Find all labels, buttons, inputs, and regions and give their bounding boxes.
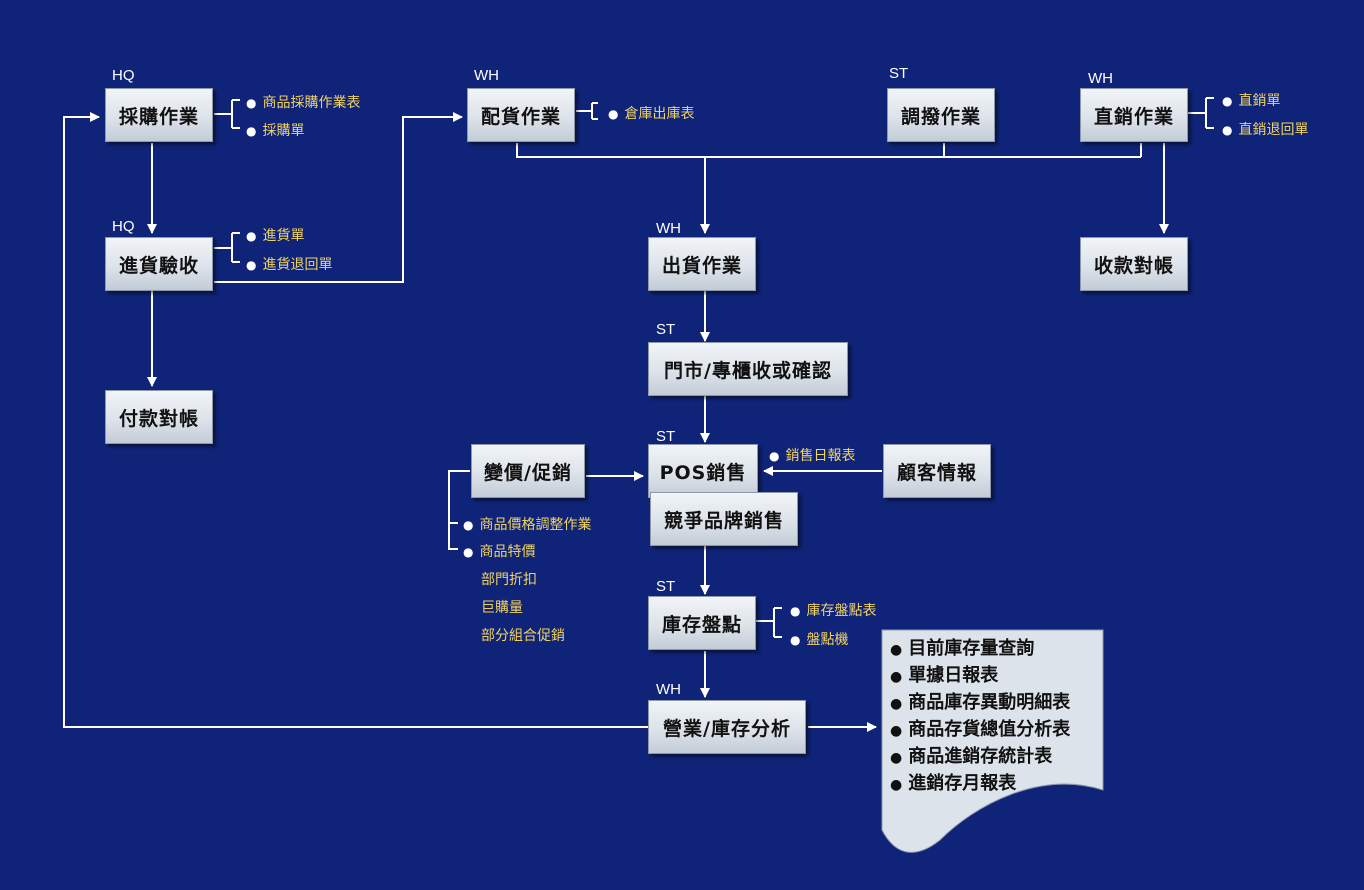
- note-promotion-1: 商品價格調整作業: [463, 514, 591, 534]
- report-item: 商品存貨總值分析表: [890, 717, 1070, 744]
- note-inventory-1: 庫存盤點表: [790, 600, 876, 620]
- node-price-change: 變價/促銷: [471, 444, 585, 498]
- tag-shipping: WH: [656, 220, 681, 237]
- note-purchase-2: 採購單: [246, 120, 304, 140]
- arrow-loop-to-purchase: [63, 112, 648, 728]
- node-transfer: 調撥作業: [887, 88, 995, 142]
- tag-analysis: WH: [656, 681, 681, 698]
- note-receiving-1: 進貨單: [246, 225, 304, 245]
- tag-store-confirm: ST: [656, 321, 676, 338]
- note-promotion-sub-2: 巨購量: [481, 600, 523, 616]
- bracket-inventory: [756, 607, 782, 638]
- node-direct-sales: 直銷作業: [1080, 88, 1188, 142]
- bracket-direct: [1188, 97, 1214, 129]
- node-competitor-sales: 競爭品牌銷售: [650, 492, 798, 546]
- note-direct-2: 直銷退回單: [1222, 119, 1308, 139]
- tag-purchase: HQ: [112, 67, 135, 84]
- note-promotion-sub-3: 部分組合促銷: [481, 628, 565, 644]
- node-receiving: 進貨驗收: [105, 237, 213, 291]
- arrow-receiving-to-allocation: [214, 112, 463, 283]
- note-purchase-1: 商品採購作業表: [246, 92, 360, 112]
- tag-inventory-count: ST: [656, 578, 676, 595]
- node-inventory-count: 庫存盤點: [648, 596, 756, 650]
- tag-pos-sales: ST: [656, 428, 676, 445]
- report-list: 目前庫存量查詢 單據日報表 商品庫存異動明細表 商品存貨總值分析表 商品進銷存統…: [890, 636, 1070, 798]
- node-allocation: 配貨作業: [467, 88, 575, 142]
- note-promotion-sub-1: 部門折扣: [481, 572, 537, 588]
- note-allocation-1: 倉庫出庫表: [608, 103, 694, 123]
- node-purchase: 採購作業: [105, 88, 213, 142]
- node-pos-sales: POS銷售: [648, 444, 758, 498]
- note-inventory-2: 盤點機: [790, 629, 848, 649]
- note-receiving-2: 進貨退回單: [246, 254, 332, 274]
- node-shipping: 出貨作業: [648, 237, 756, 291]
- bracket-allocation: [576, 102, 598, 120]
- bracket-receiving: [214, 232, 240, 263]
- report-item: 商品庫存異動明細表: [890, 690, 1070, 717]
- note-promotion-2: 商品特價: [463, 541, 535, 561]
- tag-transfer: ST: [889, 65, 909, 82]
- merge-line: [516, 143, 1141, 158]
- tag-receiving: HQ: [112, 218, 135, 235]
- note-pos: 銷售日報表: [769, 445, 855, 465]
- report-item: 單據日報表: [890, 663, 1070, 690]
- bracket-promotion: [448, 470, 470, 550]
- tag-allocation: WH: [474, 67, 499, 84]
- node-customer-info: 顧客情報: [883, 444, 991, 498]
- bracket-purchase: [214, 99, 240, 129]
- note-direct-1: 直銷單: [1222, 90, 1280, 110]
- node-payment: 付款對帳: [105, 390, 213, 444]
- tag-direct-sales: WH: [1088, 70, 1113, 87]
- report-item: 商品進銷存統計表: [890, 744, 1070, 771]
- node-store-confirm: 門市/專櫃收或確認: [648, 342, 848, 396]
- node-collection: 收款對帳: [1080, 237, 1188, 291]
- report-item: 進銷存月報表: [890, 771, 1070, 798]
- report-item: 目前庫存量查詢: [890, 636, 1070, 663]
- node-analysis: 營業/庫存分析: [648, 700, 806, 754]
